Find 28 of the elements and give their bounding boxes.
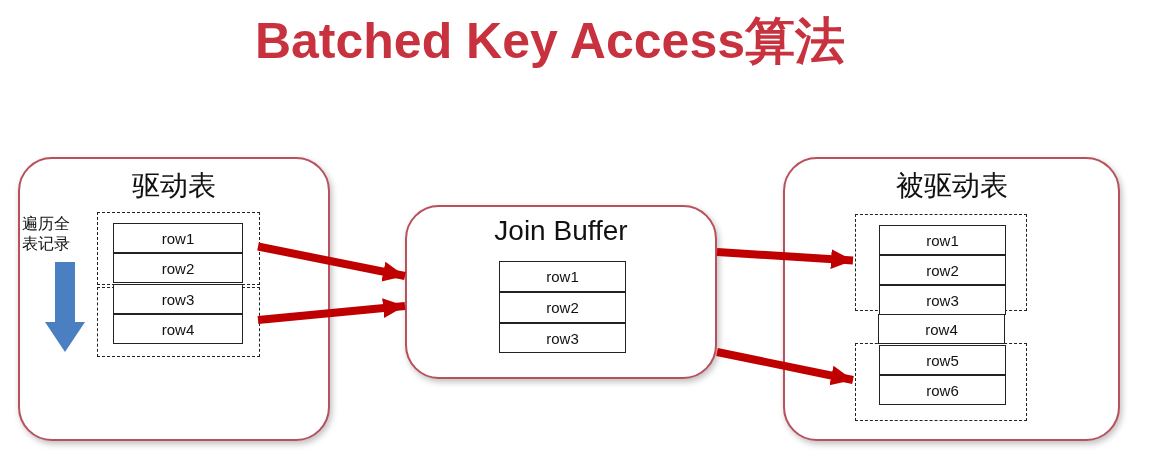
dashed-group-box	[97, 212, 260, 285]
dashed-group-box	[855, 343, 1027, 421]
arrow	[257, 298, 406, 324]
diagram-title: Batched Key Access算法	[253, 12, 847, 71]
panel-title: 被驱动表	[894, 169, 1009, 203]
table-row: row3	[113, 284, 243, 314]
table-row: row2	[879, 255, 1006, 285]
table-row: row1	[499, 261, 626, 292]
table-row: row1	[113, 223, 243, 253]
arrow	[716, 248, 854, 270]
panel-title: Join Buffer	[493, 215, 629, 247]
table-row: row3	[499, 323, 626, 353]
arrow	[257, 242, 406, 282]
table-panel	[783, 157, 1120, 441]
table-row: row5	[879, 345, 1006, 375]
panel-title: 驱动表	[131, 169, 217, 203]
note-text: 遍历全表记录	[22, 214, 71, 254]
table-panel	[18, 157, 330, 441]
dashed-group-box	[97, 287, 260, 357]
table-row: row6	[879, 375, 1006, 405]
table-row: row2	[113, 253, 243, 283]
arrow	[716, 348, 854, 386]
table-row: row1	[879, 225, 1006, 255]
table-row: row3	[879, 285, 1006, 315]
table-row: row2	[499, 292, 626, 323]
table-row: row4	[878, 314, 1005, 344]
table-panel	[405, 205, 717, 379]
table-row: row4	[113, 314, 243, 344]
